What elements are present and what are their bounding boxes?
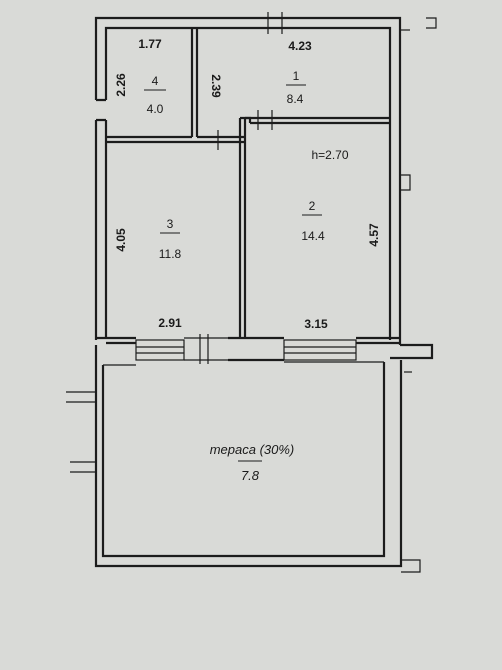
room-4-width: 1.77 <box>138 37 162 51</box>
room-4-number: 4 <box>152 74 159 88</box>
room-4-area: 4.0 <box>147 102 164 116</box>
room-2-number: 2 <box>309 199 316 213</box>
room-2-width: 3.15 <box>304 317 328 331</box>
room-3-depth: 4.05 <box>114 228 128 252</box>
room-1-depth: 2.39 <box>209 74 223 98</box>
outer-walls <box>94 16 437 345</box>
room-3-number: 3 <box>167 217 174 231</box>
room-3-area: 11.8 <box>159 247 182 261</box>
room-1-number: 1 <box>293 69 300 83</box>
room-1-area: 8.4 <box>287 92 304 106</box>
terrace-wall <box>96 334 434 364</box>
ceiling-height: h=2.70 <box>311 148 348 162</box>
room-2-area: 14.4 <box>301 229 325 243</box>
room-3-width: 2.91 <box>158 316 182 330</box>
room-4-depth: 2.26 <box>114 73 128 97</box>
interior-walls <box>106 12 390 338</box>
terrace-area: 7.8 <box>241 468 260 483</box>
room-2-depth: 4.57 <box>367 223 381 247</box>
terrace-outline <box>66 345 421 573</box>
room-1-width: 4.23 <box>288 39 312 53</box>
terrace-label: тераса (30%) <box>210 442 295 457</box>
